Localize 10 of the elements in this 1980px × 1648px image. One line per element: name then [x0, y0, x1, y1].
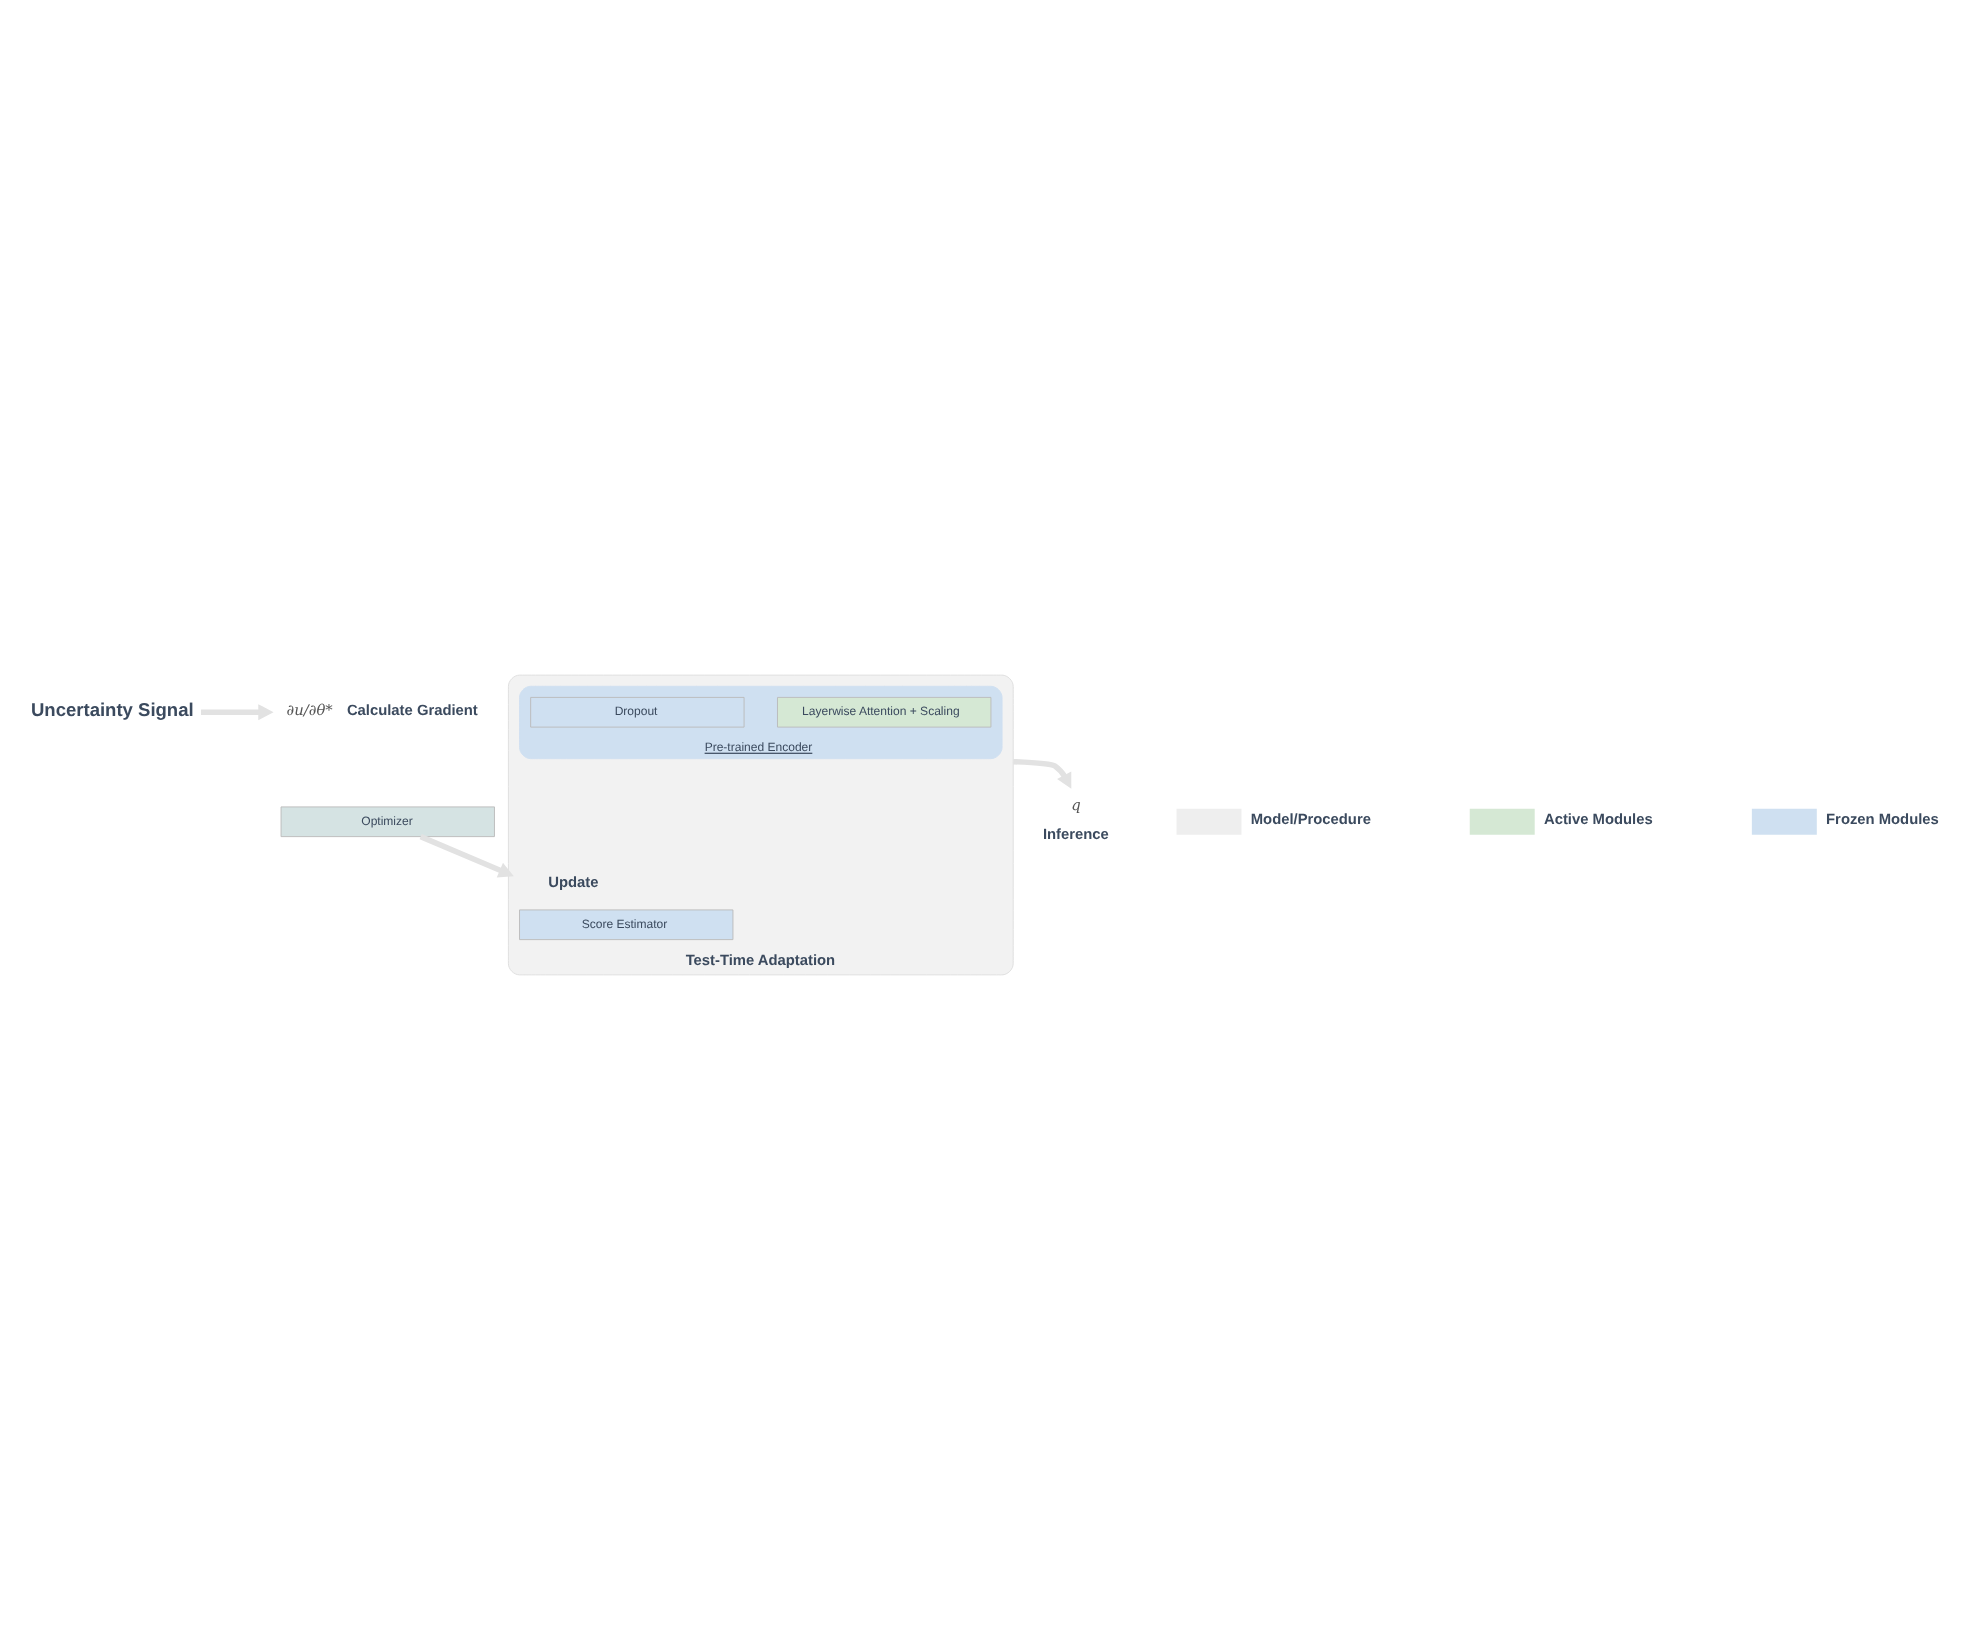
node-text: Uncertainty Signal: [30, 698, 194, 719]
arrow: [419, 833, 514, 877]
node-label: Calculate Gradient: [346, 699, 478, 718]
edge-label: Update: [548, 872, 599, 891]
legend-label: Frozen Modules: [1826, 809, 1939, 828]
arrow: [201, 703, 274, 720]
node-label: Inference: [1042, 824, 1109, 843]
legend-label: Active Modules: [1543, 809, 1653, 828]
legend-label: Model/Procedure: [1250, 809, 1371, 828]
arrow: [1013, 757, 1072, 788]
